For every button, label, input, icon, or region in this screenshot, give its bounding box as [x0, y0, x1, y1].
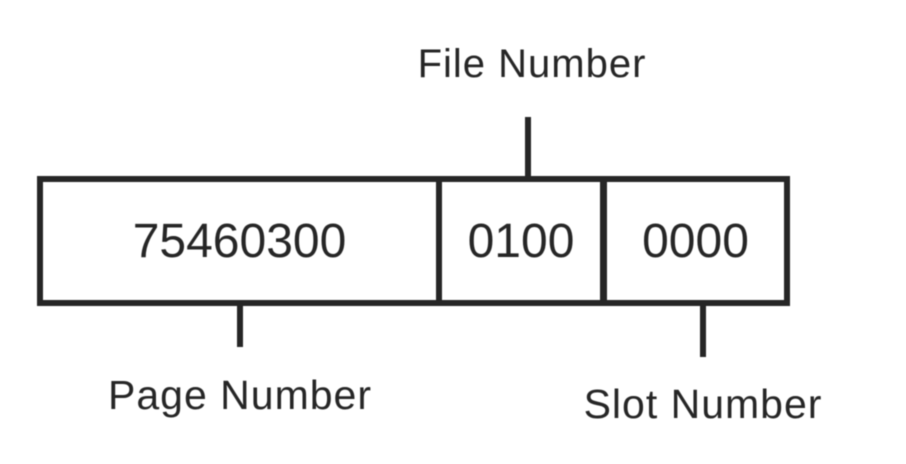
page-number-leader-line: [237, 304, 243, 347]
slot-number-label: Slot Number: [583, 381, 823, 427]
file-number-label: File Number: [417, 42, 647, 86]
record-id-box: 75460300 0100 0000: [37, 176, 790, 306]
slot-number-leader-line: [700, 304, 706, 357]
slot-number-cell: 0000: [607, 182, 784, 300]
page-number-label: Page Number: [108, 372, 372, 418]
file-number-leader-line: [525, 117, 531, 181]
page-number-cell: 75460300: [43, 182, 442, 300]
file-number-cell: 0100: [442, 182, 607, 300]
